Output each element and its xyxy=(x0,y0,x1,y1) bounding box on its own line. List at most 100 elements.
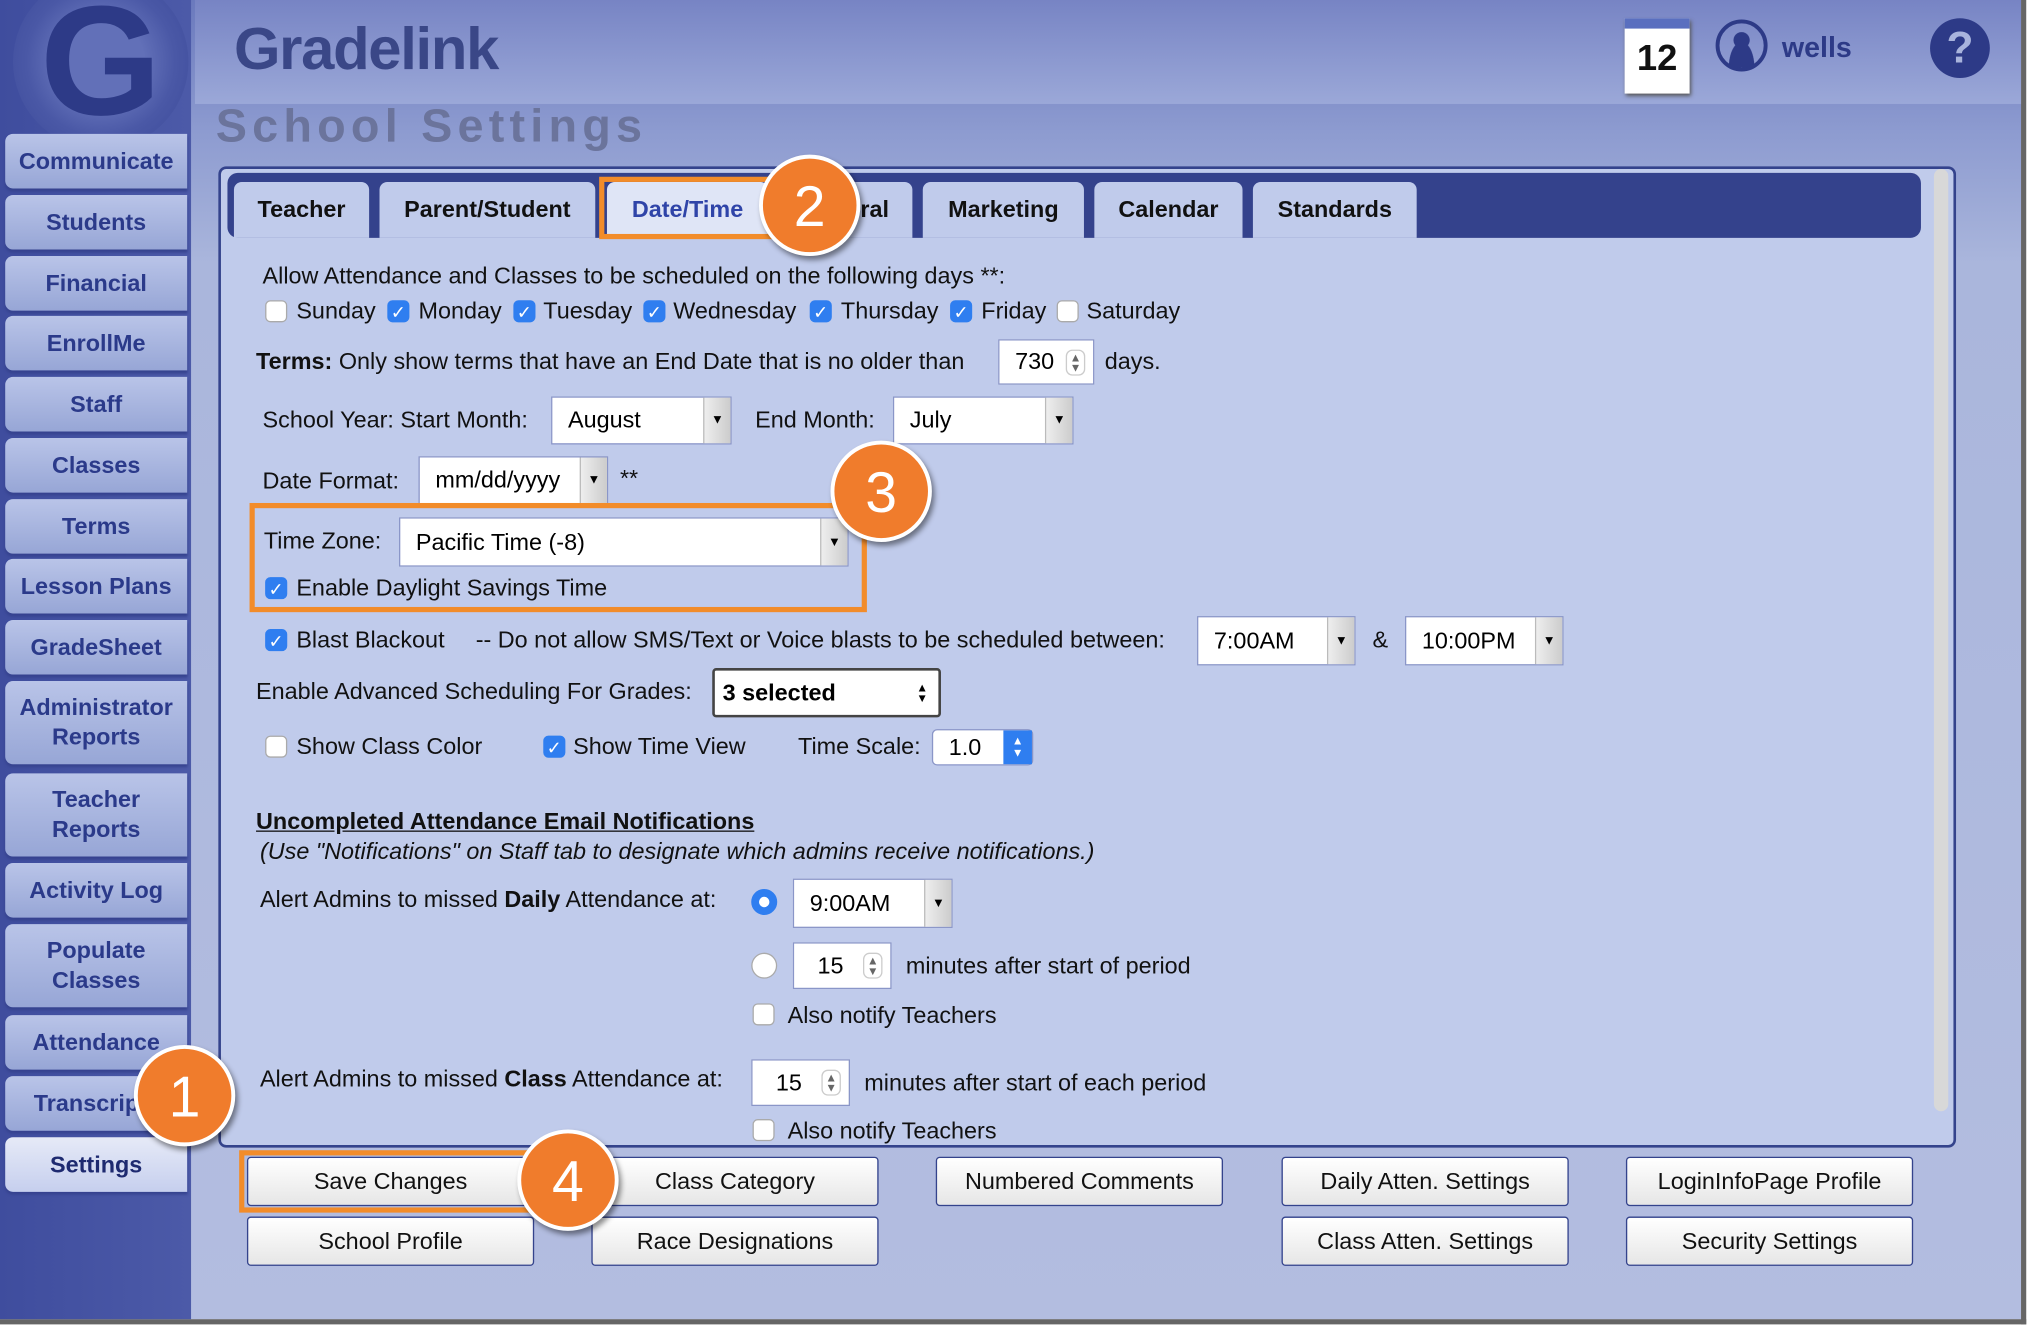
terms-bold: Terms: xyxy=(256,348,333,375)
sidebar-item-teacher-reports[interactable]: Teacher Reports xyxy=(5,773,188,857)
adv-scheduling-value: 3 selected xyxy=(722,679,836,706)
blast-text: -- Do not allow SMS/Text or Voice blasts… xyxy=(475,626,1165,653)
blast-from-select[interactable]: 7:00AM▼ xyxy=(1197,616,1356,666)
start-month-select[interactable]: August▼ xyxy=(551,396,732,445)
gradelink-logo-icon: G xyxy=(12,0,189,150)
spinner-icon[interactable]: ▲▼ xyxy=(821,1069,841,1096)
sidebar-item-administrator-reports[interactable]: Administrator Reports xyxy=(5,681,188,765)
blast-to-select[interactable]: 10:00PM▼ xyxy=(1404,616,1564,666)
highlight-save-changes xyxy=(239,1150,533,1213)
daily-label-bold: Daily xyxy=(504,886,561,913)
sidebar-item-students[interactable]: Students xyxy=(5,194,188,250)
sidebar-item-gradesheet[interactable]: GradeSheet xyxy=(5,619,188,675)
class-alert-label: Alert Admins to missed Class Attendance … xyxy=(260,1066,723,1093)
daily-minutes-value: 15 xyxy=(817,952,844,979)
sidebar-item-terms[interactable]: Terms xyxy=(5,499,188,554)
brand-name: Gradelink xyxy=(233,14,499,82)
school-profile-button[interactable]: School Profile xyxy=(246,1216,535,1266)
checkbox-wednesday[interactable]: ✓ xyxy=(643,300,666,323)
start-month-value: August xyxy=(567,406,641,433)
sidebar-item-classes[interactable]: Classes xyxy=(5,437,188,493)
sidebar-item-communicate[interactable]: Communicate xyxy=(5,133,188,189)
checkbox-show-class-color[interactable] xyxy=(265,735,288,758)
daily-alert-label: Alert Admins to missed Daily Attendance … xyxy=(260,886,716,913)
end-month-select[interactable]: July▼ xyxy=(892,396,1074,445)
checkbox-monday[interactable]: ✓ xyxy=(387,300,410,323)
tab-teacher[interactable]: Teacher xyxy=(233,181,370,238)
save-changes-button[interactable]: Save Changes xyxy=(246,1156,535,1207)
class-minutes-input[interactable]: 15▲▼ xyxy=(751,1059,851,1107)
adv-scheduling-select[interactable]: 3 selected▲▼ xyxy=(712,668,941,718)
sidebar-item-activity-log[interactable]: Activity Log xyxy=(5,863,188,918)
callout-4: 4 xyxy=(517,1129,619,1231)
checkbox-show-time-view[interactable]: ✓ xyxy=(543,735,566,758)
updown-icon: ▲▼ xyxy=(1003,730,1032,765)
spinner-icon[interactable]: ▲▼ xyxy=(1065,348,1086,375)
class-minutes-text: minutes after start of each period xyxy=(864,1069,1207,1096)
daily-time-select[interactable]: 9:00AM▼ xyxy=(792,878,953,928)
security-settings-button[interactable]: Security Settings xyxy=(1625,1216,1914,1266)
sidebar-item-lesson-plans[interactable]: Lesson Plans xyxy=(5,558,188,614)
sidebar-item-financial[interactable]: Financial xyxy=(5,256,188,311)
sidebar-item-settings[interactable]: Settings xyxy=(5,1137,188,1192)
class-category-button[interactable]: Class Category xyxy=(591,1156,879,1207)
adv-scheduling-label: Enable Advanced Scheduling For Grades: xyxy=(256,678,692,705)
blast-to-value: 10:00PM xyxy=(1421,627,1516,654)
help-icon[interactable]: ? xyxy=(1930,18,1990,78)
user-name[interactable]: wells xyxy=(1781,31,1852,64)
time-scale-select[interactable]: 1.0 ▲▼ xyxy=(931,729,1034,766)
label-thursday: Thursday xyxy=(840,297,939,324)
show-class-color-label: Show Class Color xyxy=(296,733,483,760)
daily-atten-settings-button[interactable]: Daily Atten. Settings xyxy=(1281,1156,1569,1207)
also-notify-class-label: Also notify Teachers xyxy=(787,1117,997,1144)
tab-date-time[interactable]: Date/Time xyxy=(606,181,769,238)
terms-label: Terms: Only show terms that have an End … xyxy=(256,348,964,375)
tab-parent-student[interactable]: Parent/Student xyxy=(379,181,596,238)
checkbox-thursday[interactable]: ✓ xyxy=(809,300,832,323)
terms-days-value: 730 xyxy=(1015,348,1055,375)
daily-time-value: 9:00AM xyxy=(809,889,891,916)
label-saturday: Saturday xyxy=(1086,297,1181,324)
checkbox-dst[interactable]: ✓ xyxy=(265,577,288,600)
tab-standards[interactable]: Standards xyxy=(1252,181,1417,238)
show-time-view-label: Show Time View xyxy=(573,733,746,760)
chevron-down-icon: ▼ xyxy=(1044,397,1073,444)
checkbox-also-notify-daily[interactable] xyxy=(752,1003,775,1026)
race-designations-button[interactable]: Race Designations xyxy=(591,1216,879,1266)
terms-suffix: days. xyxy=(1104,348,1161,375)
logininfopage-profile-button[interactable]: LoginInfoPage Profile xyxy=(1625,1156,1914,1207)
sidebar-item-staff[interactable]: Staff xyxy=(5,376,188,432)
tab-marketing[interactable]: Marketing xyxy=(922,181,1084,238)
date-format-value: mm/dd/yyyy xyxy=(435,466,561,493)
days-label: Allow Attendance and Classes to be sched… xyxy=(262,262,1006,289)
time-scale-value: 1.0 xyxy=(948,733,982,760)
numbered-comments-button[interactable]: Numbered Comments xyxy=(935,1156,1224,1207)
user-icon[interactable] xyxy=(1715,19,1768,72)
tab-calendar[interactable]: Calendar xyxy=(1094,181,1243,238)
date-format-select[interactable]: mm/dd/yyyy▼ xyxy=(418,456,609,505)
daily-minutes-input[interactable]: 15 ▲▼ xyxy=(792,942,892,990)
highlight-date-time-tab xyxy=(599,176,782,240)
checkbox-also-notify-class[interactable] xyxy=(752,1119,775,1142)
terms-days-input[interactable]: 730 ▲▼ xyxy=(998,339,1095,385)
page-title: School Settings xyxy=(215,98,648,153)
radio-daily-minutes[interactable] xyxy=(751,952,778,979)
spinner-icon[interactable]: ▲▼ xyxy=(863,952,883,979)
checkbox-saturday[interactable] xyxy=(1056,300,1079,323)
class-atten-settings-button[interactable]: Class Atten. Settings xyxy=(1281,1216,1569,1266)
calendar-icon[interactable]: 12 xyxy=(1624,18,1690,94)
scrollbar[interactable] xyxy=(1933,168,1949,1112)
date-format-note: ** xyxy=(619,465,639,492)
checkbox-friday[interactable]: ✓ xyxy=(950,300,973,323)
checkbox-blast-blackout[interactable]: ✓ xyxy=(265,629,288,652)
callout-2: 2 xyxy=(759,154,861,257)
terms-text: Only show terms that have an End Date th… xyxy=(338,348,965,375)
checkbox-sunday[interactable] xyxy=(265,300,288,323)
sidebar-item-enrollme[interactable]: EnrollMe xyxy=(5,315,188,371)
sidebar-item-populate-classes[interactable]: Populate Classes xyxy=(5,924,188,1008)
radio-daily-time[interactable] xyxy=(751,888,778,915)
sidebar-item-attendance[interactable]: Attendance xyxy=(5,1015,188,1070)
checkbox-tuesday[interactable]: ✓ xyxy=(513,300,536,323)
time-zone-select[interactable]: Pacific Time (-8)▼ xyxy=(399,517,849,567)
